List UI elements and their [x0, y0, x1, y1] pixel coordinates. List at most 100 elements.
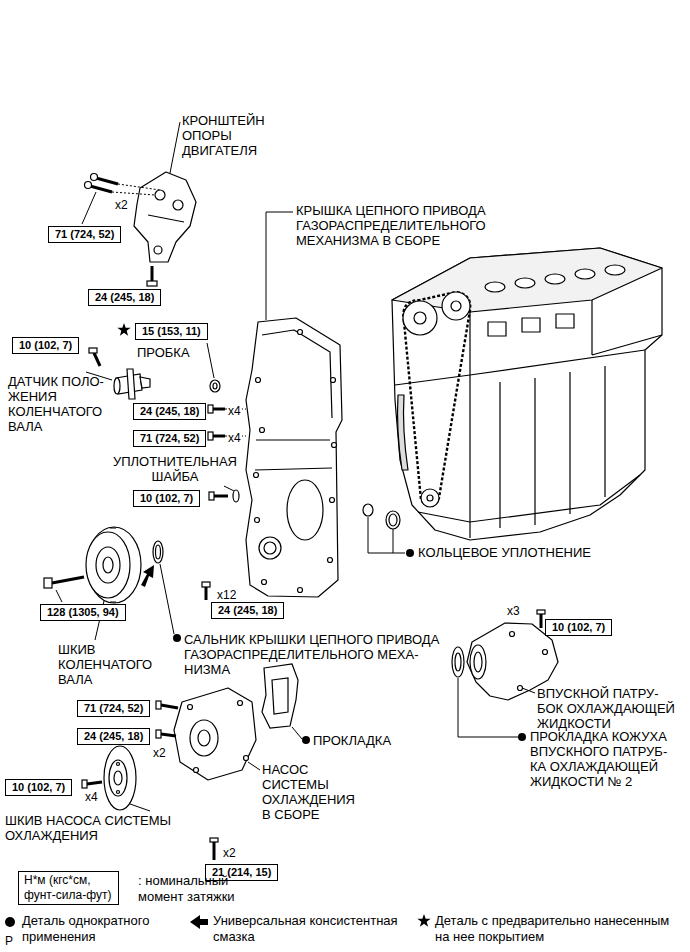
engine-block [392, 248, 662, 312]
torque-spec-box: 71 (724, 52) [133, 430, 206, 447]
bolt [156, 730, 161, 738]
timing-chain-cover [246, 318, 342, 597]
part-label: КРЫШКА ЦЕПНОГО ПРИВОДА ГАЗОРАСПРЕДЕЛИТЕЛ… [296, 203, 487, 248]
o-ring [363, 504, 373, 516]
timing-chain-cover [332, 443, 337, 448]
water-pump-pulley [117, 763, 120, 766]
engine-block [398, 395, 409, 470]
bolt [147, 281, 157, 286]
bolt [233, 490, 239, 502]
plug [210, 380, 220, 392]
leader-line [458, 678, 518, 737]
o-ring [389, 514, 397, 526]
legend-text: Деталь однократного применения [22, 913, 151, 945]
bolt [208, 432, 213, 440]
single-use-mark [5, 549, 526, 927]
single-use-mark [173, 634, 181, 642]
torque-value: 71 (724, 52) [84, 702, 143, 715]
bolt [214, 495, 228, 498]
legend-entry: Деталь однократного применения [22, 913, 151, 945]
leader-line [224, 486, 234, 491]
part-label: ПРОКЛАДКА КОЖУХА ВПУСКНОГО ПАТРУБ- КА ОХ… [530, 729, 669, 789]
timing-chain-cover [246, 318, 342, 597]
part-label: ШКИВ КОЛЕНЧАТОГО ВАЛА [58, 642, 154, 687]
engine-block [485, 282, 505, 292]
leader-line [248, 762, 260, 770]
engine-block [392, 248, 662, 540]
legend-key-text: Н*м (кгс*см, фунт-сила-фут) [24, 873, 113, 903]
bolt [213, 435, 225, 438]
bolt [540, 614, 543, 628]
torque-value: 10 (102, 7) [19, 339, 72, 352]
coolant-inlet [543, 650, 548, 655]
single-use-mark [406, 549, 414, 557]
bolt [151, 266, 154, 281]
part-label: ПРОБКА [137, 345, 190, 360]
torque-spec-box: 24 (245, 18) [88, 289, 161, 306]
torque-spec-box: 10 (102, 7) [545, 619, 612, 636]
torque-value: 128 (1305, 94) [47, 606, 119, 619]
engine-block [451, 301, 461, 311]
timing-chain-cover [262, 580, 267, 585]
leader-line [82, 192, 96, 224]
bolt [156, 701, 161, 709]
quantity-label: x2 [152, 746, 167, 760]
water-pump [188, 705, 193, 710]
water-pump-pulley [114, 771, 122, 785]
coolant-inlet [510, 632, 515, 637]
bolt [161, 705, 178, 708]
engine-block [442, 292, 470, 320]
leader-line [266, 212, 293, 320]
coolant-inlet [518, 686, 523, 691]
leader-line [160, 564, 174, 634]
crank-position-sensor [114, 369, 150, 399]
water-pump-pulley [104, 746, 136, 810]
o-ring [363, 504, 400, 529]
part-label: САЛЬНИК КРЫШКИ ЦЕПНОГО ПРИВОДА ГАЗОРАСПР… [184, 632, 441, 677]
timing-chain-cover [298, 330, 303, 335]
engine-block [575, 269, 595, 279]
bolt [213, 842, 216, 860]
crank-position-sensor [114, 378, 120, 394]
engine-block [556, 314, 574, 328]
page-mark: P [4, 934, 14, 948]
crankshaft-pulley [86, 532, 130, 598]
part-label: НАСОС СИСТЕМЫ ОХЛАЖДЕНИЯ В СБОРЕ [262, 762, 356, 822]
torque-value: 24 (245, 18) [84, 730, 143, 743]
water-pump [244, 756, 249, 761]
torque-spec-box: 10 (102, 7) [133, 490, 200, 507]
part-label: КОЛЬЦЕВОЕ УПЛОТНЕНИЕ [418, 545, 593, 560]
torque-value: 10 (102, 7) [140, 492, 193, 505]
crankshaft-pulley [86, 527, 141, 603]
water-pump [194, 768, 199, 773]
part-label: ПРОКЛАДКА [313, 733, 391, 748]
engine-mount-bracket [154, 246, 162, 254]
torque-value: 10 (102, 7) [552, 621, 605, 634]
torque-spec-box: 10 (102, 7) [5, 779, 72, 796]
bolt [82, 780, 87, 788]
quantity-label: x4 [227, 404, 242, 418]
torque-value: 71 (724, 52) [55, 228, 114, 241]
torque-spec-box: 15 (153, 11) [135, 323, 208, 340]
plug [213, 383, 217, 389]
precoated-mark [117, 323, 130, 336]
crankshaft-pulley [96, 547, 120, 583]
single-use-mark [518, 733, 526, 741]
quantity-label: x2 [114, 198, 129, 212]
bolt [91, 174, 98, 181]
plug [210, 380, 220, 392]
torque-spec-box: 71 (724, 52) [77, 700, 150, 717]
bolt [44, 578, 52, 588]
part-label: КРОНШТЕЙН ОПОРЫ ДВИГАТЕЛЯ [182, 113, 266, 158]
engine-block [545, 274, 565, 284]
leader-line [170, 122, 180, 173]
single-use-mark [302, 736, 310, 744]
legend-key-box: Н*м (кгс*см, фунт-сила-фут) [18, 871, 119, 905]
bolt [85, 182, 92, 189]
part-label: ШКИВ НАСОСА СИСТЕМЫ ОХЛАЖДЕНИЯ [5, 813, 173, 843]
timing-chain-cover [260, 428, 265, 433]
crankshaft-pulley [103, 557, 113, 573]
timing-chain-cover [287, 480, 323, 540]
torque-spec-box: 24 (245, 18) [77, 728, 150, 745]
